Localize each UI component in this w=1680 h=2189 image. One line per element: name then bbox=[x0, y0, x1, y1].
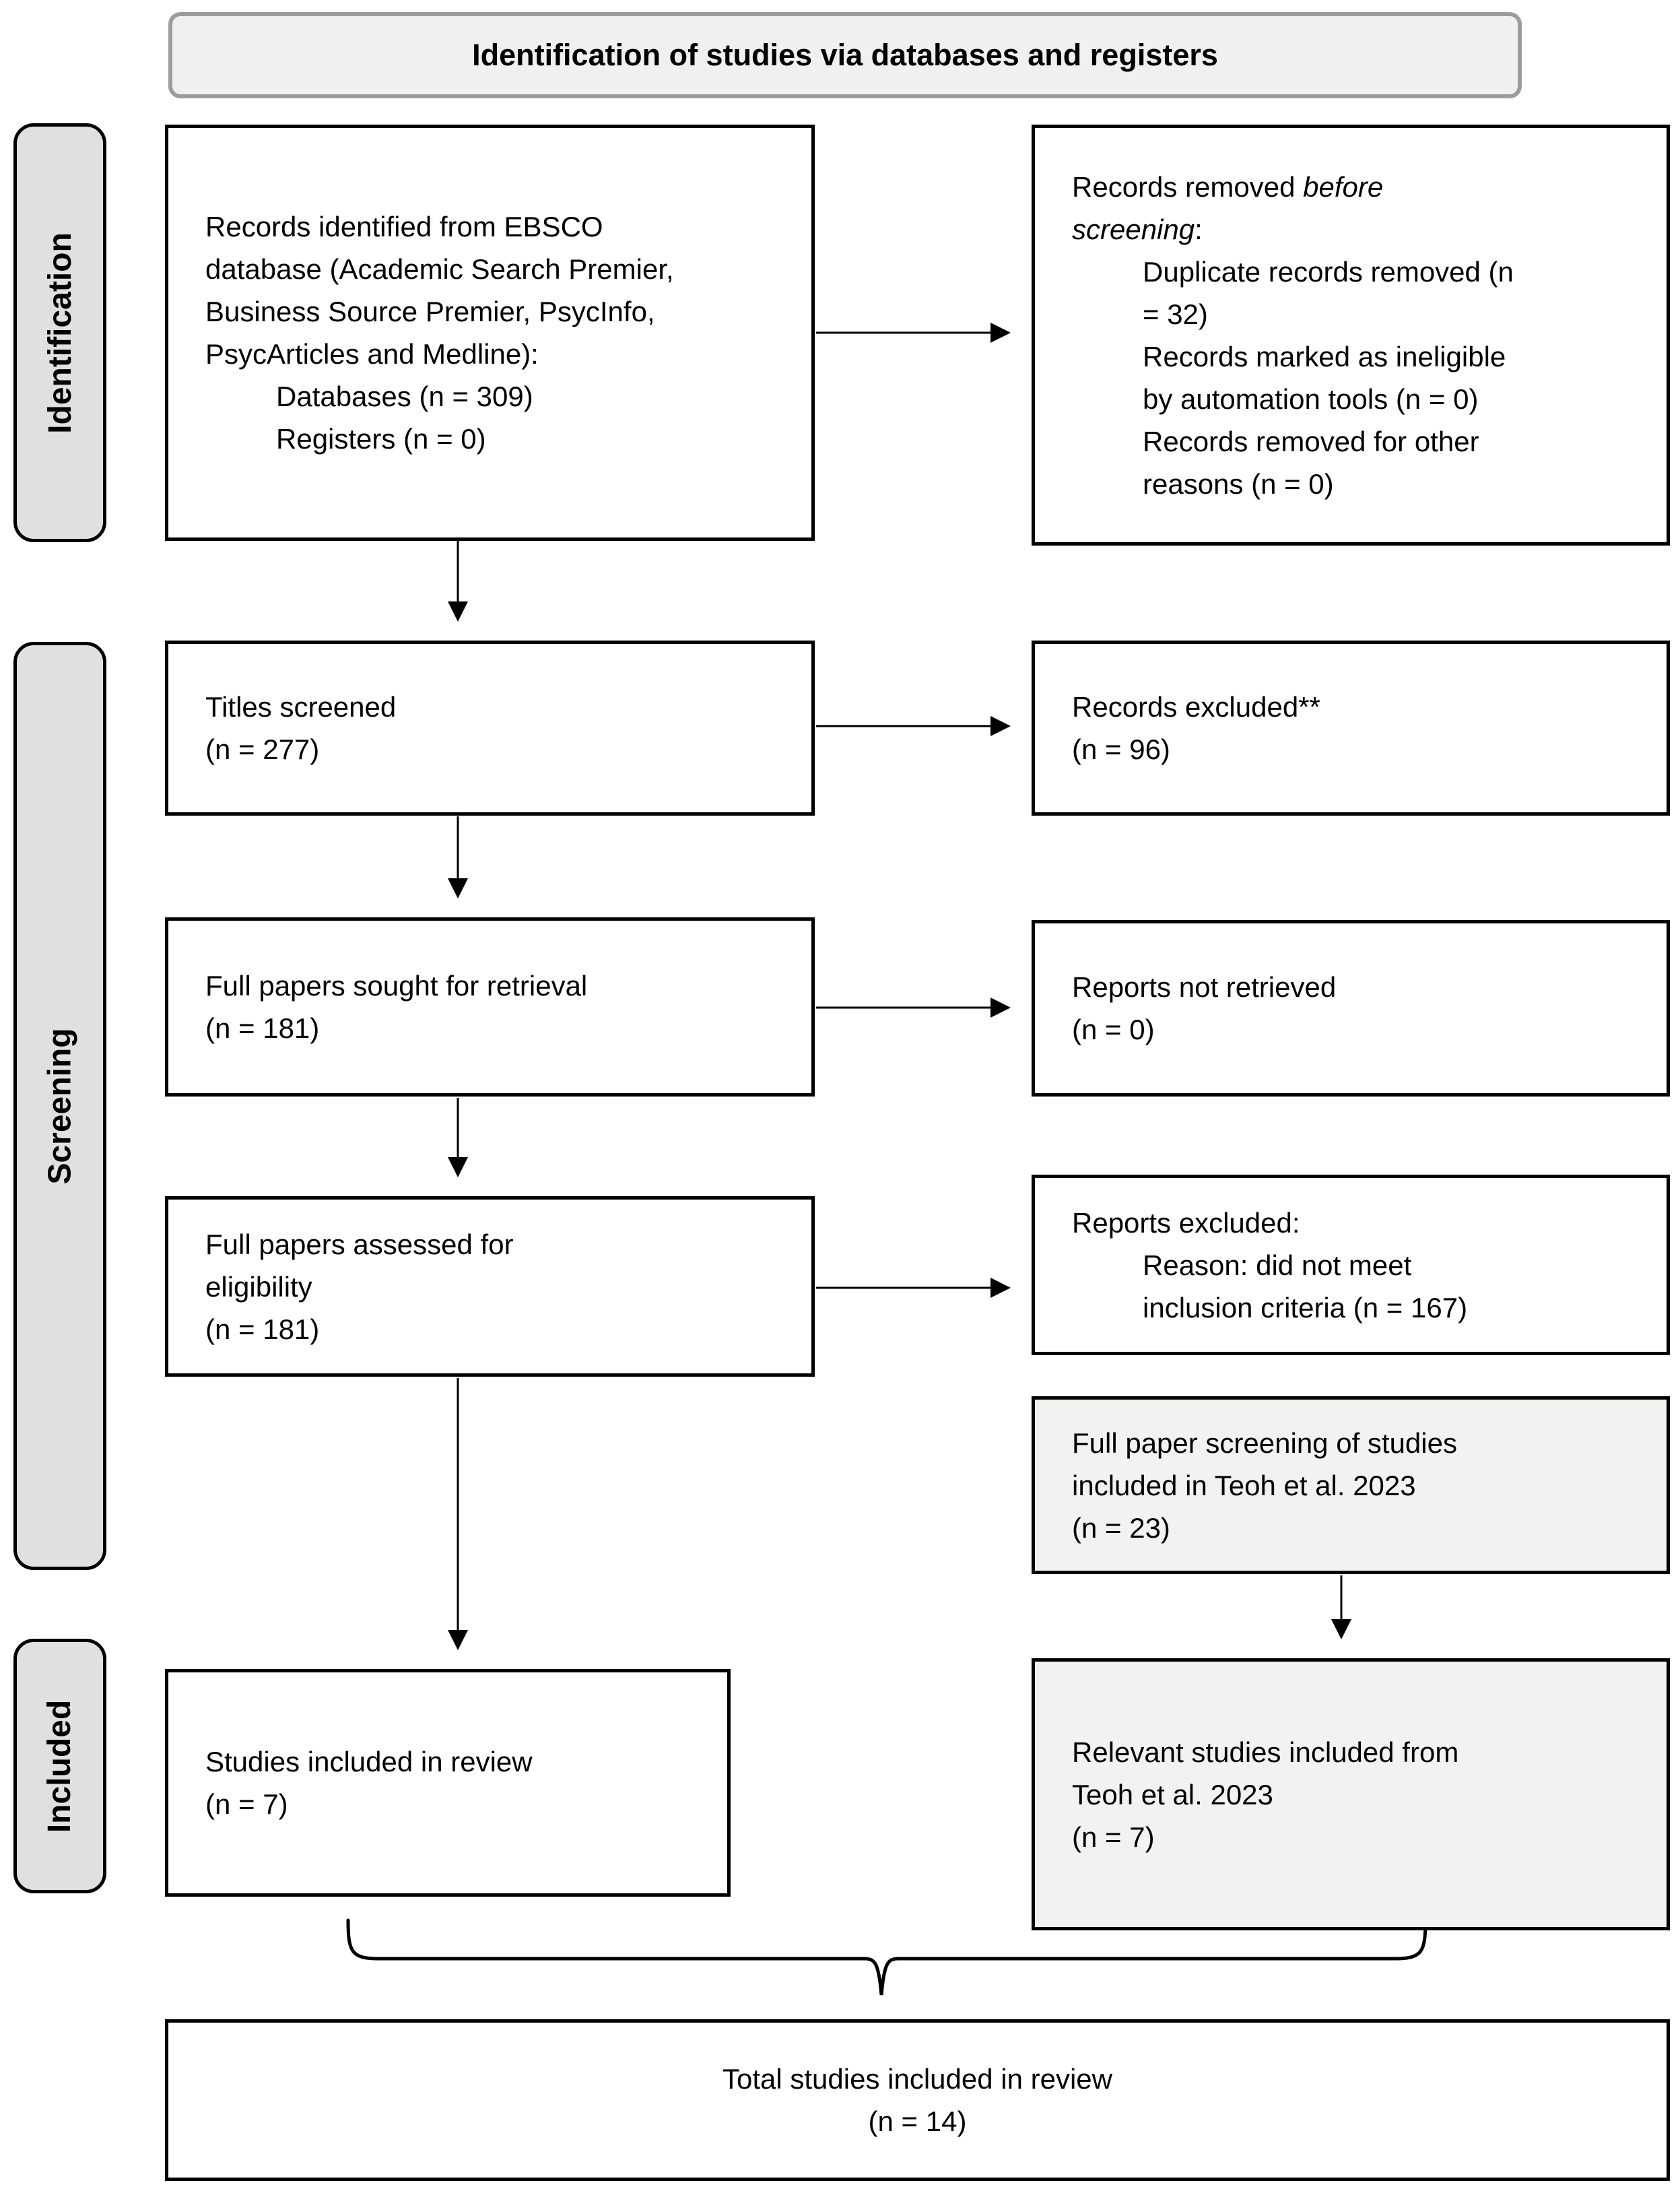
full-papers-assessed-count: (n = 181) bbox=[205, 1313, 320, 1345]
records-identified-databases: Databases (n = 309) bbox=[276, 381, 533, 412]
studies-included-text: Studies included in review bbox=[205, 1746, 533, 1777]
box-reports-not-retrieved: Reports not retrieved (n = 0) bbox=[1032, 920, 1670, 1097]
records-removed-duplicates: Duplicate records removed (n = 32) bbox=[1143, 255, 1514, 330]
records-removed-other: Records removed for other reasons (n = 0… bbox=[1143, 425, 1479, 500]
stage-label-included: Included bbox=[13, 1639, 106, 1893]
box-full-papers-assessed: Full papers assessed for eligibility (n … bbox=[165, 1196, 815, 1377]
titles-screened-text: Titles screened bbox=[205, 691, 397, 723]
full-papers-sought-count: (n = 181) bbox=[205, 1012, 320, 1044]
box-reports-excluded: Reports excluded: Reason: did not meet i… bbox=[1032, 1175, 1670, 1355]
records-removed-prefix: Records removed bbox=[1072, 170, 1304, 203]
full-papers-sought-text: Full papers sought for retrieval bbox=[205, 970, 588, 1002]
records-removed-suffix: : bbox=[1195, 213, 1203, 245]
box-records-identified: Records identified from EBSCO database (… bbox=[165, 125, 815, 541]
box-studies-included: Studies included in review (n = 7) bbox=[165, 1669, 731, 1897]
records-removed-automation: Records marked as ineligible by automati… bbox=[1143, 340, 1506, 415]
box-records-removed: Records removed before screening: Duplic… bbox=[1032, 125, 1670, 546]
records-identified-registers: Registers (n = 0) bbox=[276, 423, 486, 455]
records-identified-text: Records identified from EBSCO database (… bbox=[205, 211, 674, 370]
stage-label-screening: Screening bbox=[13, 642, 106, 1570]
titles-screened-count: (n = 277) bbox=[205, 733, 320, 765]
merge-brace bbox=[346, 1918, 1427, 1996]
box-titles-screened: Titles screened (n = 277) bbox=[165, 641, 815, 816]
box-records-excluded: Records excluded** (n = 96) bbox=[1032, 641, 1670, 816]
reports-excluded-reason: Reason: did not meet inclusion criteria … bbox=[1143, 1249, 1468, 1324]
teoh-included-count: (n = 7) bbox=[1072, 1821, 1155, 1853]
studies-included-count: (n = 7) bbox=[205, 1788, 288, 1820]
teoh-included-text: Relevant studies included from Teoh et a… bbox=[1072, 1736, 1459, 1810]
records-excluded-text: Records excluded** bbox=[1072, 691, 1320, 723]
stage-label-included-text: Included bbox=[42, 1699, 78, 1833]
total-studies-text: Total studies included in review bbox=[723, 2063, 1112, 2095]
teoh-screening-count: (n = 23) bbox=[1072, 1511, 1170, 1544]
records-excluded-count: (n = 96) bbox=[1072, 733, 1170, 765]
box-total-studies: Total studies included in review (n = 14… bbox=[165, 2019, 1670, 2181]
total-studies-count: (n = 14) bbox=[868, 2105, 967, 2137]
records-removed-italic: before screening bbox=[1072, 170, 1384, 245]
stage-label-identification: Identification bbox=[13, 123, 106, 542]
box-teoh-screening: Full paper screening of studies included… bbox=[1032, 1396, 1670, 1574]
reports-not-retrieved-text: Reports not retrieved bbox=[1072, 971, 1337, 1003]
reports-not-retrieved-count: (n = 0) bbox=[1072, 1014, 1155, 1045]
stage-label-identification-text: Identification bbox=[42, 232, 78, 434]
teoh-screening-text: Full paper screening of studies included… bbox=[1072, 1427, 1457, 1501]
diagram-title: Identification of studies via databases … bbox=[472, 38, 1218, 72]
box-teoh-included: Relevant studies included from Teoh et a… bbox=[1032, 1658, 1670, 1930]
diagram-title-banner: Identification of studies via databases … bbox=[168, 12, 1522, 98]
stage-label-screening-text: Screening bbox=[42, 1027, 78, 1185]
full-papers-assessed-text: Full papers assessed for eligibility bbox=[205, 1228, 514, 1303]
reports-excluded-heading: Reports excluded: bbox=[1072, 1206, 1300, 1239]
records-removed-heading: Records removed before screening: bbox=[1072, 166, 1422, 251]
box-full-papers-sought: Full papers sought for retrieval (n = 18… bbox=[165, 917, 815, 1097]
